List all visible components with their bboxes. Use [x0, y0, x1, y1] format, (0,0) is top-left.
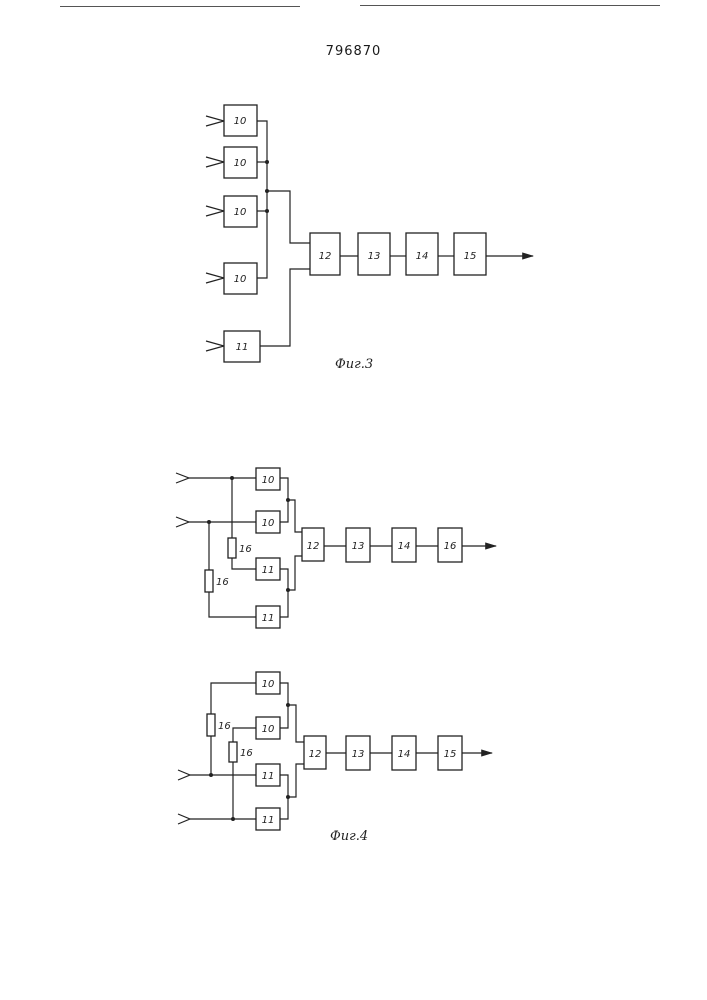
wire: [233, 728, 256, 742]
wire: [288, 705, 304, 742]
figure-caption: Фиг.3: [335, 357, 373, 372]
wire: [288, 556, 302, 590]
wire: [267, 191, 310, 243]
resistor-label: 16: [218, 721, 231, 732]
wire: [257, 269, 267, 278]
block-label: 12: [319, 251, 332, 262]
junction-dot: [230, 476, 234, 480]
junction-dot: [209, 773, 213, 777]
wire: [232, 558, 256, 569]
resistor: [205, 570, 213, 592]
input-antenna: [176, 517, 189, 527]
input-antenna: [206, 157, 224, 167]
figure-middle: 16 16 10 10 11 11 12 13 14 16: [176, 468, 496, 628]
block-label: 14: [398, 749, 411, 760]
wire: [288, 764, 304, 797]
block-label: 10: [234, 274, 247, 285]
figure-caption: Фиг.4: [330, 829, 368, 844]
junction-dot: [286, 795, 290, 799]
block-label: 11: [262, 771, 275, 782]
junction-dot: [265, 160, 269, 164]
block-label: 11: [262, 613, 275, 624]
junction-dot: [265, 209, 269, 213]
block-label: 10: [262, 679, 275, 690]
input-antenna: [206, 273, 224, 283]
wire: [209, 592, 256, 617]
block-label: 12: [307, 541, 320, 552]
wire: [211, 683, 256, 714]
block-label: 13: [352, 749, 365, 760]
block-label: 11: [262, 565, 275, 576]
block-label: 10: [262, 475, 275, 486]
block-label: 15: [464, 251, 477, 262]
figure-3: 10 10 10 10 11 12 13 14 15 Фиг.3: [206, 105, 533, 372]
junction-dot: [231, 817, 235, 821]
block-label: 13: [368, 251, 381, 262]
block-label: 13: [352, 541, 365, 552]
junction-dot: [286, 498, 290, 502]
block-label: 10: [234, 207, 247, 218]
input-antenna: [206, 116, 224, 126]
input-antenna: [178, 770, 190, 780]
junction-dot: [286, 588, 290, 592]
wire: [280, 569, 288, 617]
resistor-label: 16: [216, 577, 229, 588]
block-label: 11: [262, 815, 275, 826]
figure-4: 16 16 10 10 11 11 12 13 14 15 Фиг.4: [178, 672, 492, 844]
junction-dot: [286, 703, 290, 707]
block-label: 12: [309, 749, 322, 760]
resistor: [229, 742, 237, 762]
block-label: 10: [262, 724, 275, 735]
input-antenna: [206, 341, 224, 351]
block-label: 16: [444, 541, 457, 552]
block-label: 10: [234, 158, 247, 169]
block-label: 10: [262, 518, 275, 529]
resistor-label: 16: [240, 748, 253, 759]
input-antenna: [206, 206, 224, 216]
block-label: 11: [236, 342, 249, 353]
block-label: 15: [444, 749, 457, 760]
wire: [288, 500, 302, 532]
block-label: 10: [234, 116, 247, 127]
junction-dot: [265, 189, 269, 193]
resistor: [207, 714, 215, 736]
input-antenna: [176, 473, 189, 483]
block-label: 14: [416, 251, 429, 262]
block-label: 14: [398, 541, 411, 552]
wire: [260, 269, 310, 346]
resistor: [228, 538, 236, 558]
junction-dot: [207, 520, 211, 524]
input-antenna: [178, 814, 190, 824]
wire: [257, 121, 267, 269]
resistor-label: 16: [239, 544, 252, 555]
